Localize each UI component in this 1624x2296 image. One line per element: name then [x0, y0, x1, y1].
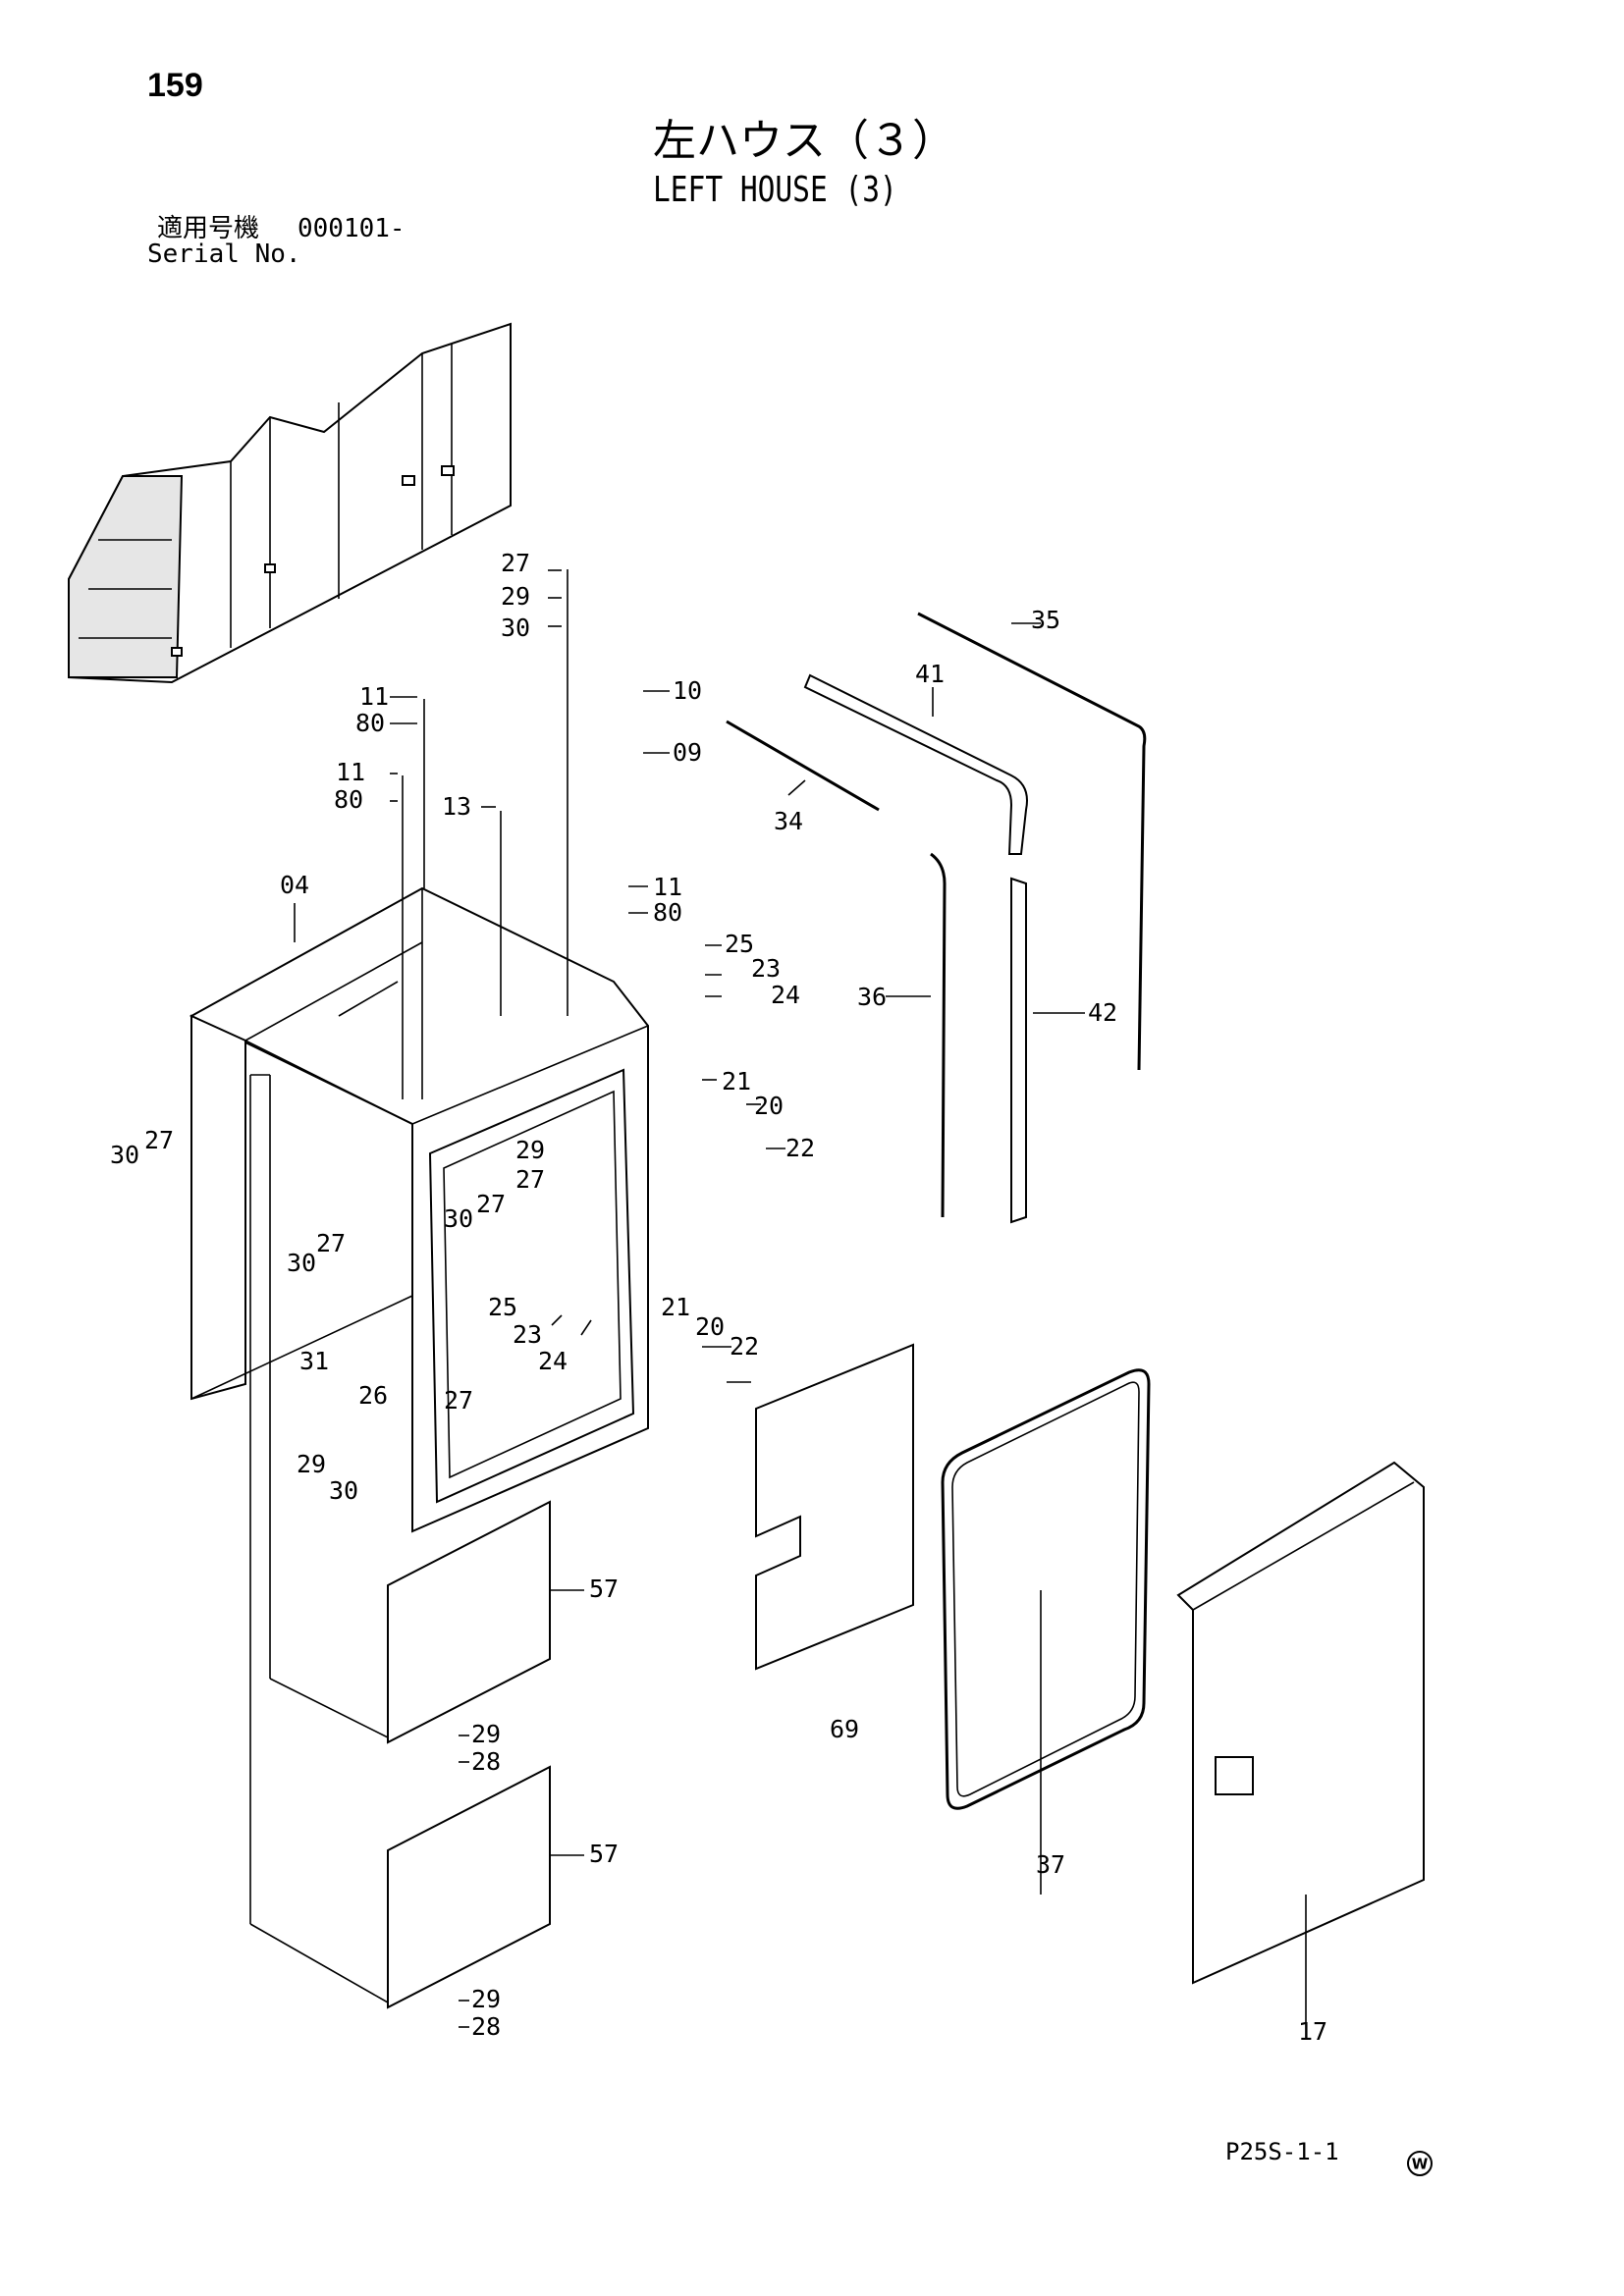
callout-30: 30 — [110, 1141, 139, 1169]
diagram-code: P25S-1-1 — [1225, 2138, 1339, 2165]
serial-value: 000101- — [298, 214, 406, 243]
callout-22: 22 — [730, 1332, 759, 1361]
callout-13: 13 — [442, 792, 471, 821]
callout-30: 30 — [329, 1476, 358, 1505]
callout-27: 27 — [501, 549, 530, 577]
callout-27: 27 — [316, 1229, 346, 1257]
callout-27: 27 — [476, 1190, 506, 1218]
callout-09: 09 — [673, 738, 702, 767]
callout-41: 41 — [915, 660, 945, 688]
callout-24: 24 — [538, 1347, 568, 1375]
callout-35: 35 — [1031, 606, 1060, 634]
machine-overview — [68, 322, 512, 684]
callout-24: 24 — [771, 981, 800, 1009]
serial-label-japanese: 適用号機 — [157, 214, 260, 243]
part-callouts: 27 29 30 10 09 11 80 11 80 13 35 41 34 0… — [110, 549, 1327, 2046]
seal-strip-parts — [726, 612, 1147, 1224]
callout-80: 80 — [355, 709, 385, 737]
callout-80: 80 — [334, 785, 363, 814]
callout-34: 34 — [774, 807, 803, 835]
callout-17: 17 — [1298, 2017, 1327, 2046]
callout-20: 20 — [754, 1092, 784, 1120]
callout-25: 25 — [725, 930, 754, 958]
callout-29: 29 — [501, 582, 530, 611]
page-number: 159 — [147, 67, 203, 104]
door-part-17 — [1176, 1461, 1425, 1985]
title-english: LEFT HOUSE (3) — [653, 170, 897, 210]
foam-part-69 — [755, 1343, 914, 1671]
callout-69: 69 — [830, 1715, 859, 1743]
callout-29: 29 — [471, 1720, 501, 1748]
w-stamp-icon: W — [1407, 2151, 1433, 2176]
callout-27: 27 — [515, 1165, 545, 1194]
callout-30: 30 — [287, 1249, 316, 1277]
callout-36: 36 — [857, 983, 887, 1011]
callout-31: 31 — [299, 1347, 329, 1375]
callout-10: 10 — [673, 676, 702, 705]
callout-28: 28 — [471, 2012, 501, 2041]
callout-37: 37 — [1036, 1850, 1065, 1879]
callout-25: 25 — [488, 1293, 517, 1321]
callout-42: 42 — [1088, 998, 1117, 1027]
callout-11: 11 — [359, 682, 389, 711]
title-japanese: 左ハウス（３） — [653, 116, 955, 166]
main-frame-part-04 — [189, 886, 649, 1533]
callout-29: 29 — [297, 1450, 326, 1478]
louver-parts-57 — [387, 1500, 551, 2009]
callout-27: 27 — [444, 1386, 473, 1415]
callout-30: 30 — [501, 614, 530, 642]
callout-26: 26 — [358, 1381, 388, 1410]
callout-27: 27 — [144, 1126, 174, 1154]
callout-21: 21 — [722, 1067, 751, 1095]
callout-23: 23 — [513, 1320, 542, 1349]
serial-label-english: Serial No. — [147, 240, 301, 269]
callout-29: 29 — [471, 1985, 501, 2013]
callout-29: 29 — [515, 1136, 545, 1164]
callout-30: 30 — [444, 1204, 473, 1233]
callout-11: 11 — [653, 873, 682, 901]
callout-11: 11 — [336, 758, 365, 786]
w-stamp-letter: W — [1412, 2156, 1429, 2173]
callout-28: 28 — [471, 1747, 501, 1776]
callout-22: 22 — [785, 1134, 815, 1162]
callout-57: 57 — [589, 1575, 619, 1603]
callout-57: 57 — [589, 1840, 619, 1868]
leader-lines — [249, 569, 1307, 2028]
callout-80: 80 — [653, 898, 682, 927]
callout-20: 20 — [695, 1312, 725, 1341]
door-seal-part-37 — [941, 1368, 1151, 1810]
callout-21: 21 — [661, 1293, 690, 1321]
callout-04: 04 — [280, 871, 309, 899]
callout-23: 23 — [751, 954, 781, 983]
